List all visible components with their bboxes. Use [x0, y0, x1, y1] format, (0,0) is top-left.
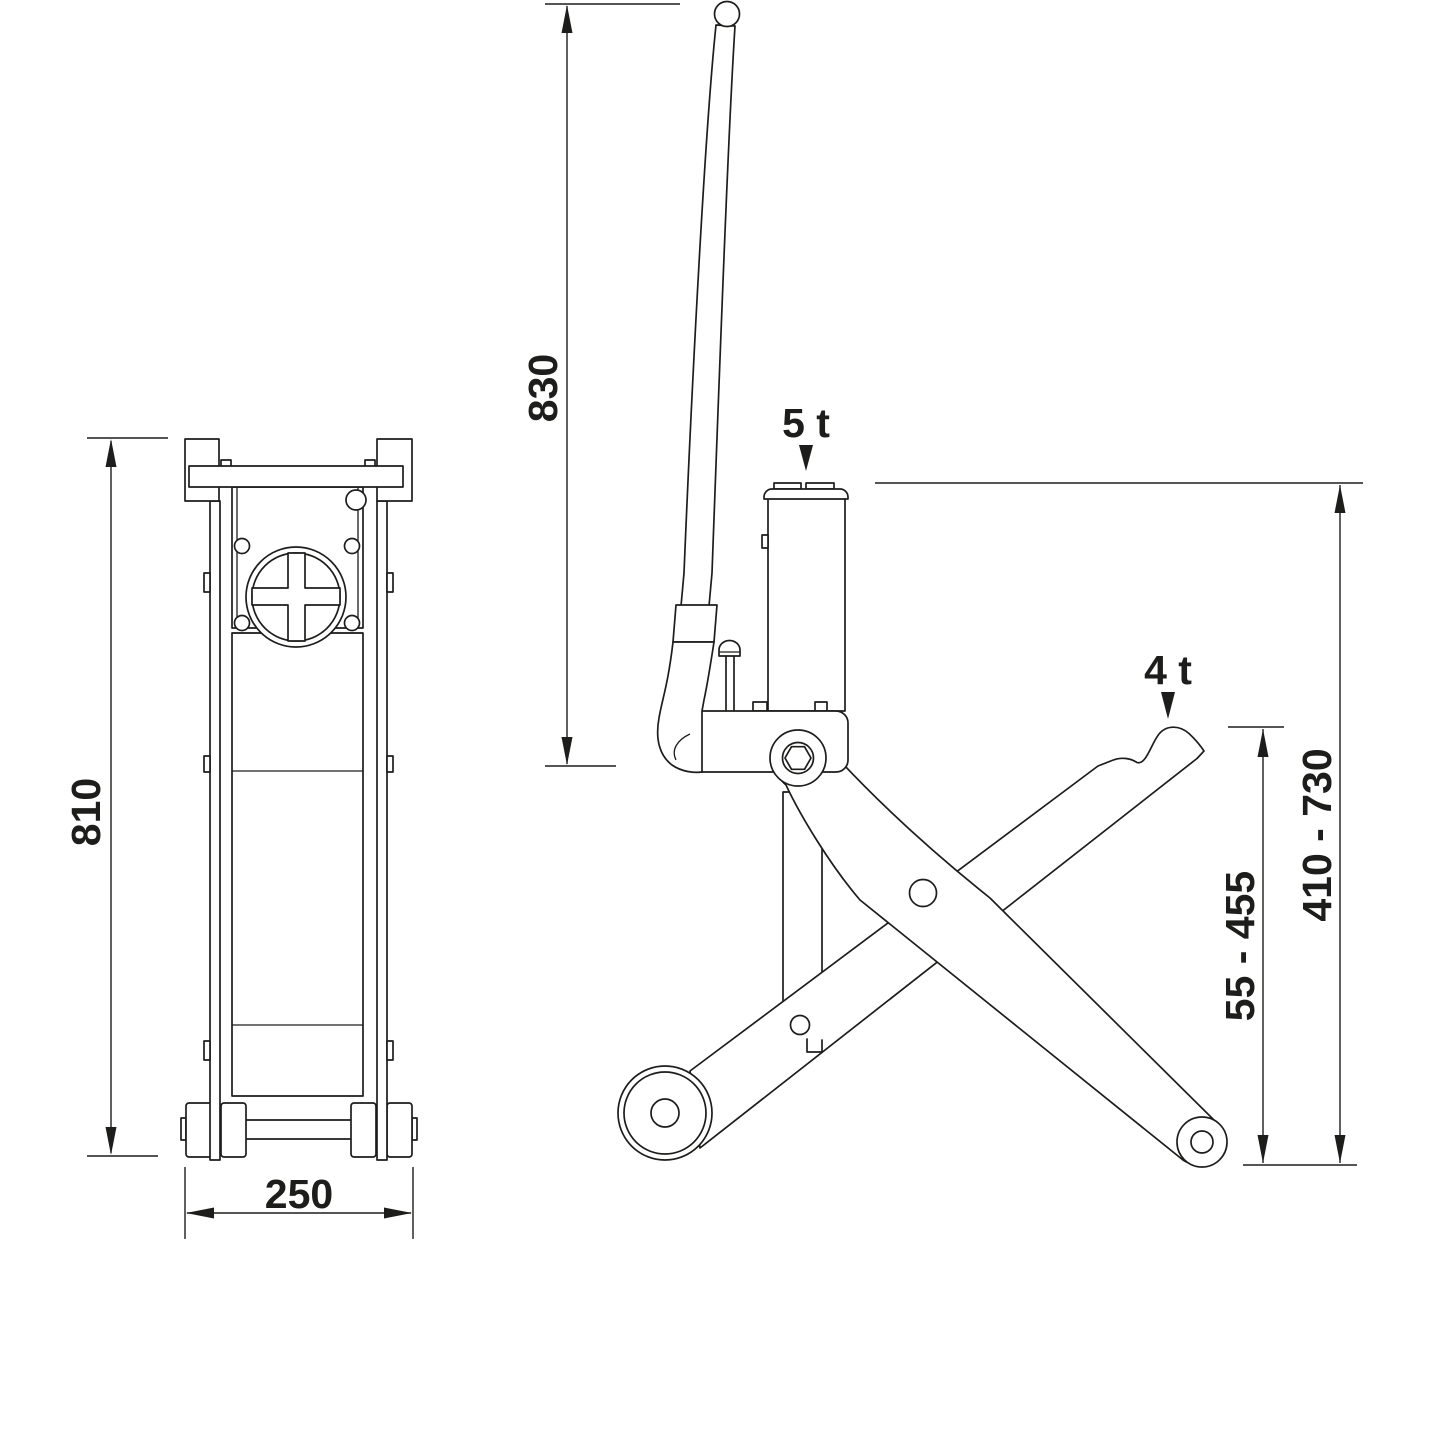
dimension-height-810: 810	[63, 437, 168, 1157]
cylinder-capacity-arrow-icon	[799, 445, 813, 471]
bolt-hole-bottom-right	[343, 614, 361, 632]
label-saddle-capacity: 4 t	[1144, 647, 1192, 719]
dim-810-label: 810	[63, 778, 109, 846]
rear-roller	[1176, 1116, 1228, 1168]
cylinder-side-clip	[761, 534, 769, 549]
roller-hub-hole	[1190, 1130, 1214, 1154]
dim-55-455-label: 55 - 455	[1217, 871, 1263, 1021]
base-mount-tab-right	[814, 701, 828, 712]
pin-cap	[718, 639, 741, 657]
pivot-stub-left-middle	[203, 755, 211, 773]
saddle-capacity-text: 4 t	[1144, 647, 1192, 693]
pivot-stub-left-lower	[203, 1040, 211, 1061]
pivot-joint	[769, 729, 827, 787]
pump-handle	[656, 0, 741, 774]
cylinder-capacity-text: 5 t	[782, 400, 830, 446]
dim-810-arrow-up	[105, 439, 117, 467]
label-cylinder-capacity: 5 t	[782, 400, 830, 471]
wheel-front-left-inner	[220, 1102, 247, 1158]
cylinder-top-tab-left	[773, 482, 802, 490]
saddle-capacity-arrow-icon	[1161, 692, 1175, 719]
front-column	[231, 632, 364, 1097]
pivot-stub-right-middle	[386, 755, 394, 773]
wheel-hub-hole	[650, 1098, 680, 1128]
bolt-hole-mid-right	[343, 537, 361, 555]
pivot-hex-bolt	[784, 745, 812, 771]
handle-knob	[713, 0, 741, 28]
bolt-hole-bottom-left	[233, 614, 251, 632]
dim-250-arrow-left	[186, 1207, 214, 1219]
dim-55-455-arrow-up	[1257, 729, 1269, 757]
bolt-hole-mid-left	[233, 537, 251, 555]
handle-elbow-curl	[673, 733, 691, 761]
top-plate	[188, 465, 404, 488]
bolt-hole-top-right	[345, 489, 367, 511]
dim-410-730-label: 410 - 730	[1294, 748, 1340, 921]
column-body	[231, 632, 364, 1097]
scissor-arm-upper	[774, 733, 1224, 1166]
dimension-handle-830: 830	[520, 3, 680, 767]
base-mount-tab-left	[752, 701, 768, 712]
side-view: 830	[520, 0, 1363, 1168]
side-plate-left	[209, 500, 221, 1161]
dim-250-label: 250	[265, 1171, 333, 1217]
dim-830-arrow-down	[561, 737, 573, 765]
wheel-front-right-inner	[350, 1102, 377, 1158]
dim-250-arrow-right	[384, 1207, 412, 1219]
dim-410-730-arrow-up	[1334, 485, 1346, 513]
side-wheel	[617, 1065, 713, 1161]
lift-pad-cross-slot	[251, 552, 341, 642]
cylinder-body	[767, 497, 846, 712]
side-plate-right	[376, 500, 388, 1161]
dim-55-455-arrow-down	[1257, 1135, 1269, 1163]
wheel-front-right-outer	[386, 1102, 413, 1158]
dimension-saddle-range: 55 - 455	[1217, 729, 1269, 1163]
handle-collar	[672, 604, 718, 643]
arm-lower-hole	[789, 1014, 811, 1036]
dim-830-label: 830	[520, 354, 566, 422]
dimension-width-250: 250	[184, 1167, 414, 1239]
dimension-lift-range: 410 - 730	[1294, 485, 1346, 1163]
release-valve-pin	[718, 639, 741, 711]
pivot-stub-right-upper	[386, 572, 394, 593]
dim-810-arrow-down	[105, 1127, 117, 1155]
hydraulic-cylinder	[752, 482, 849, 712]
cylinder-top-tab-right	[805, 482, 835, 490]
support-post-foot	[806, 1038, 823, 1053]
handle-shaft	[680, 24, 736, 607]
pivot-stub-right-lower	[386, 1040, 394, 1061]
cylinder-cap	[763, 488, 849, 500]
arm-center-hole	[908, 878, 938, 908]
handle-elbow	[656, 641, 715, 774]
front-view: 810	[63, 437, 418, 1239]
front-carriage-panel	[231, 486, 367, 648]
dim-410-730-arrow-down	[1334, 1135, 1346, 1163]
dim-830-arrow-up	[561, 5, 573, 33]
pivot-stub-left-upper	[203, 572, 211, 593]
